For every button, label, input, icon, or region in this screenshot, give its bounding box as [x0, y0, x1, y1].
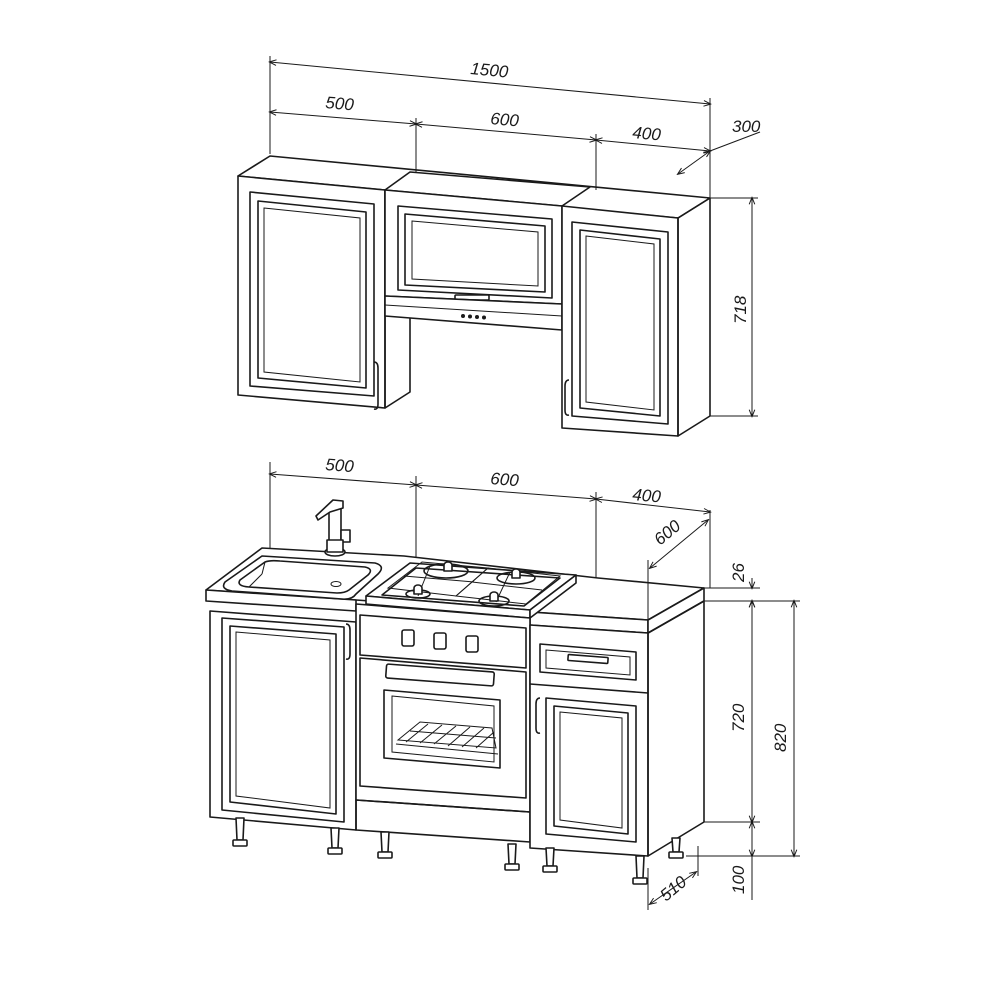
dim-lower-right-width: 400 — [632, 485, 662, 506]
sink — [222, 555, 383, 600]
faucet — [315, 499, 351, 557]
oven-control-panel — [359, 614, 527, 669]
knob-1 — [401, 629, 415, 647]
sink-drain — [330, 581, 342, 587]
upper-left-handle — [373, 361, 379, 410]
lower-right-handle — [535, 697, 541, 734]
knob-3 — [465, 635, 479, 653]
upper-left-cabinet — [237, 175, 386, 409]
lower-left-cabinet — [209, 610, 357, 831]
upper-right-handle — [564, 379, 570, 416]
lower-dimensions: 500 600 400 600 26 720 820 100 510 — [270, 455, 800, 910]
cabinet-legs — [232, 817, 684, 885]
dim-total-height: 820 — [771, 723, 790, 752]
oven-rack — [395, 721, 499, 755]
oven-handle — [384, 663, 496, 687]
dim-body-height: 720 — [729, 703, 748, 732]
upper-cabinets — [237, 155, 711, 437]
upper-right-side — [677, 197, 711, 437]
oven-door — [359, 657, 527, 799]
drawer-handle — [567, 653, 609, 665]
dim-leg-height: 100 — [729, 865, 748, 894]
dim-upper-depth: 300 — [732, 117, 761, 136]
dim-upper-right-width: 400 — [632, 123, 662, 144]
hood-buttons — [461, 314, 486, 320]
dim-upper-total-width: 1500 — [470, 59, 510, 82]
gas-cooktop — [365, 561, 577, 619]
oven-window — [383, 689, 501, 769]
lower-cabinets — [205, 499, 705, 885]
dim-upper-left-width: 500 — [325, 93, 355, 114]
upper-dimensions: 1500 500 600 400 300 718 — [270, 56, 761, 416]
dim-lower-center-width: 600 — [490, 469, 520, 490]
dim-lower-left-width: 500 — [325, 455, 355, 476]
lower-left-handle — [345, 623, 351, 660]
dim-base-depth: 510 — [656, 872, 690, 905]
lower-right-side — [647, 600, 705, 857]
dim-upper-height: 718 — [731, 295, 750, 324]
dim-top-thickness: 26 — [729, 563, 748, 583]
drawer — [539, 643, 637, 681]
oven-knobs — [401, 629, 479, 653]
dim-upper-center-width: 600 — [490, 109, 520, 130]
knob-2 — [433, 632, 447, 650]
